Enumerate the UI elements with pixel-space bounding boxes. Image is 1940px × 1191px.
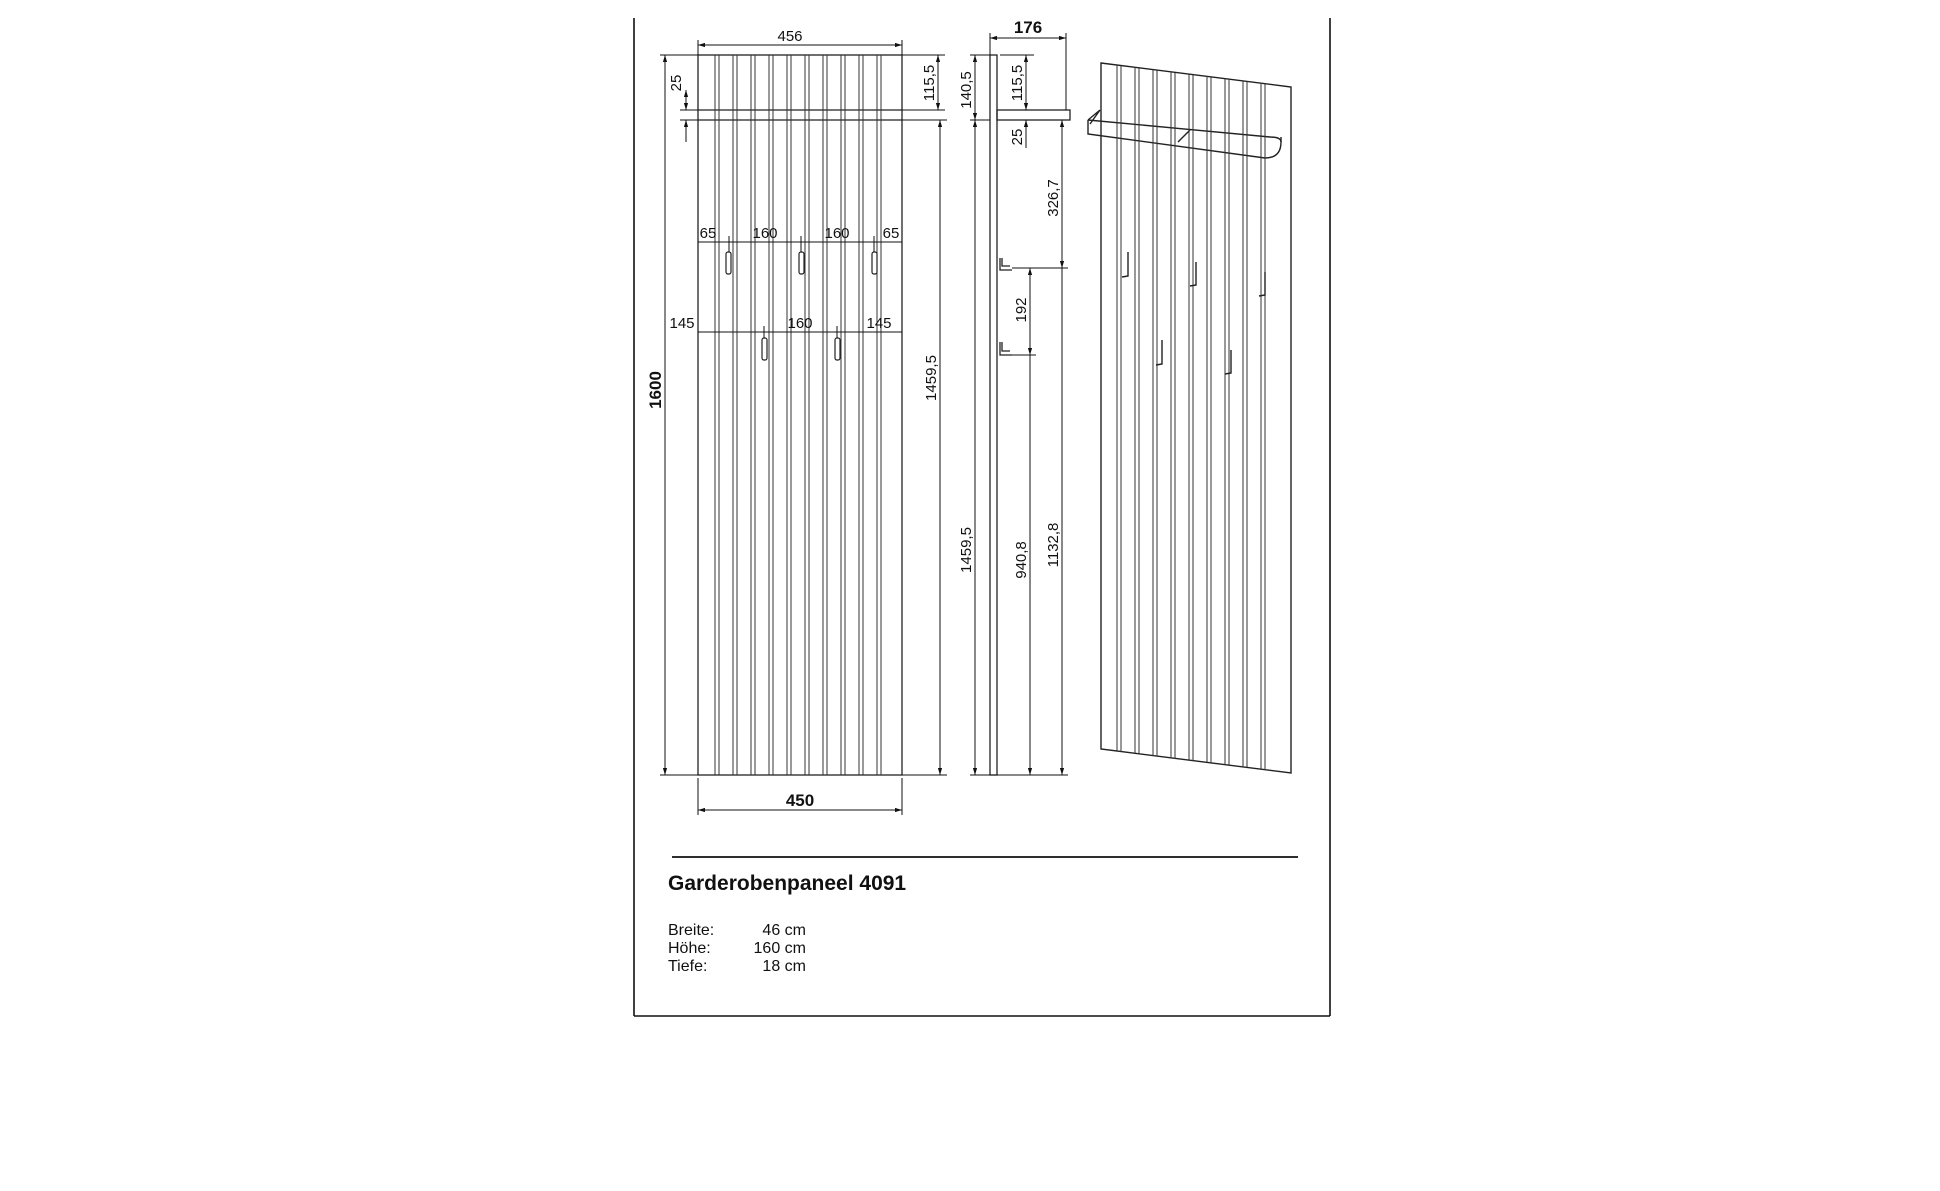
hook-icon xyxy=(761,337,768,361)
perspective-slats xyxy=(1116,65,1266,770)
hook-icon xyxy=(1155,340,1163,366)
hook-row2-dim-3: 145 xyxy=(866,315,891,332)
side-top-height-label: 140,5 xyxy=(958,71,975,109)
side-top-board-label: 115,5 xyxy=(1009,65,1026,101)
perspective-hooks xyxy=(1121,252,1266,375)
spec-label: Breite: xyxy=(668,922,715,939)
side-gap-label: 25 xyxy=(1009,129,1026,146)
front-panel xyxy=(697,54,903,776)
hook-row1-dim-4: 65 xyxy=(883,225,900,242)
product-title: Garderobenpaneel 4091 xyxy=(668,872,907,895)
hook-icon xyxy=(1189,262,1197,287)
front-width-bottom-label: 450 xyxy=(786,791,814,810)
hook-icon xyxy=(871,251,878,275)
side-hook-spacing-label: 192 xyxy=(1013,297,1030,322)
front-hooks xyxy=(725,251,878,361)
spec-value: 160 cm xyxy=(753,940,806,957)
hook-icon xyxy=(1258,272,1266,297)
spec-row-depth: Tiefe: 18 cm xyxy=(668,958,1308,976)
hook-icon xyxy=(1224,350,1232,375)
front-rail-height-label: 1459,5 xyxy=(923,355,940,401)
side-total-height-label: 1459,5 xyxy=(958,527,975,573)
hook-row2-dim-2: 160 xyxy=(787,315,812,332)
side-depth-label: 176 xyxy=(1014,18,1042,37)
front-top-board-label: 115,5 xyxy=(921,65,938,101)
spec-row-width: Breite: 46 cm xyxy=(668,922,1308,940)
hook-row1-dim-1: 65 xyxy=(700,225,717,242)
sheet-frame xyxy=(633,18,1331,1017)
spec-label: Tiefe: xyxy=(668,958,708,975)
hook-icon xyxy=(798,251,805,275)
side-hook-offset-label: 326,7 xyxy=(1045,179,1062,217)
side-hook1-height-label: 1132,8 xyxy=(1045,523,1062,568)
hook-row1-dim-2: 160 xyxy=(752,225,777,242)
side-hook2-height-label: 940,8 xyxy=(1013,541,1030,579)
front-view xyxy=(660,40,947,815)
product-caption: Garderobenpaneel 4091 Breite: 46 cm Höhe… xyxy=(668,872,1308,976)
spec-row-height: Höhe: 160 cm xyxy=(668,940,1308,958)
front-width-top-label: 456 xyxy=(777,28,802,45)
front-dimension-lines xyxy=(660,40,947,815)
hook-icon xyxy=(834,337,841,361)
hook-icon xyxy=(725,251,732,275)
side-dimension-lines xyxy=(970,33,1068,776)
side-view xyxy=(970,33,1071,776)
spec-label: Höhe: xyxy=(668,940,711,957)
hook-row2-dim-1: 145 xyxy=(669,315,694,332)
front-height-label: 1600 xyxy=(646,371,665,409)
hook-icon xyxy=(1121,252,1129,278)
front-top-gap-label: 25 xyxy=(668,75,685,92)
hook-row1-dim-3: 160 xyxy=(824,225,849,242)
front-slats xyxy=(714,55,882,775)
perspective-view xyxy=(1087,62,1292,774)
spec-value: 46 cm xyxy=(762,922,806,939)
spec-value: 18 cm xyxy=(762,958,806,975)
